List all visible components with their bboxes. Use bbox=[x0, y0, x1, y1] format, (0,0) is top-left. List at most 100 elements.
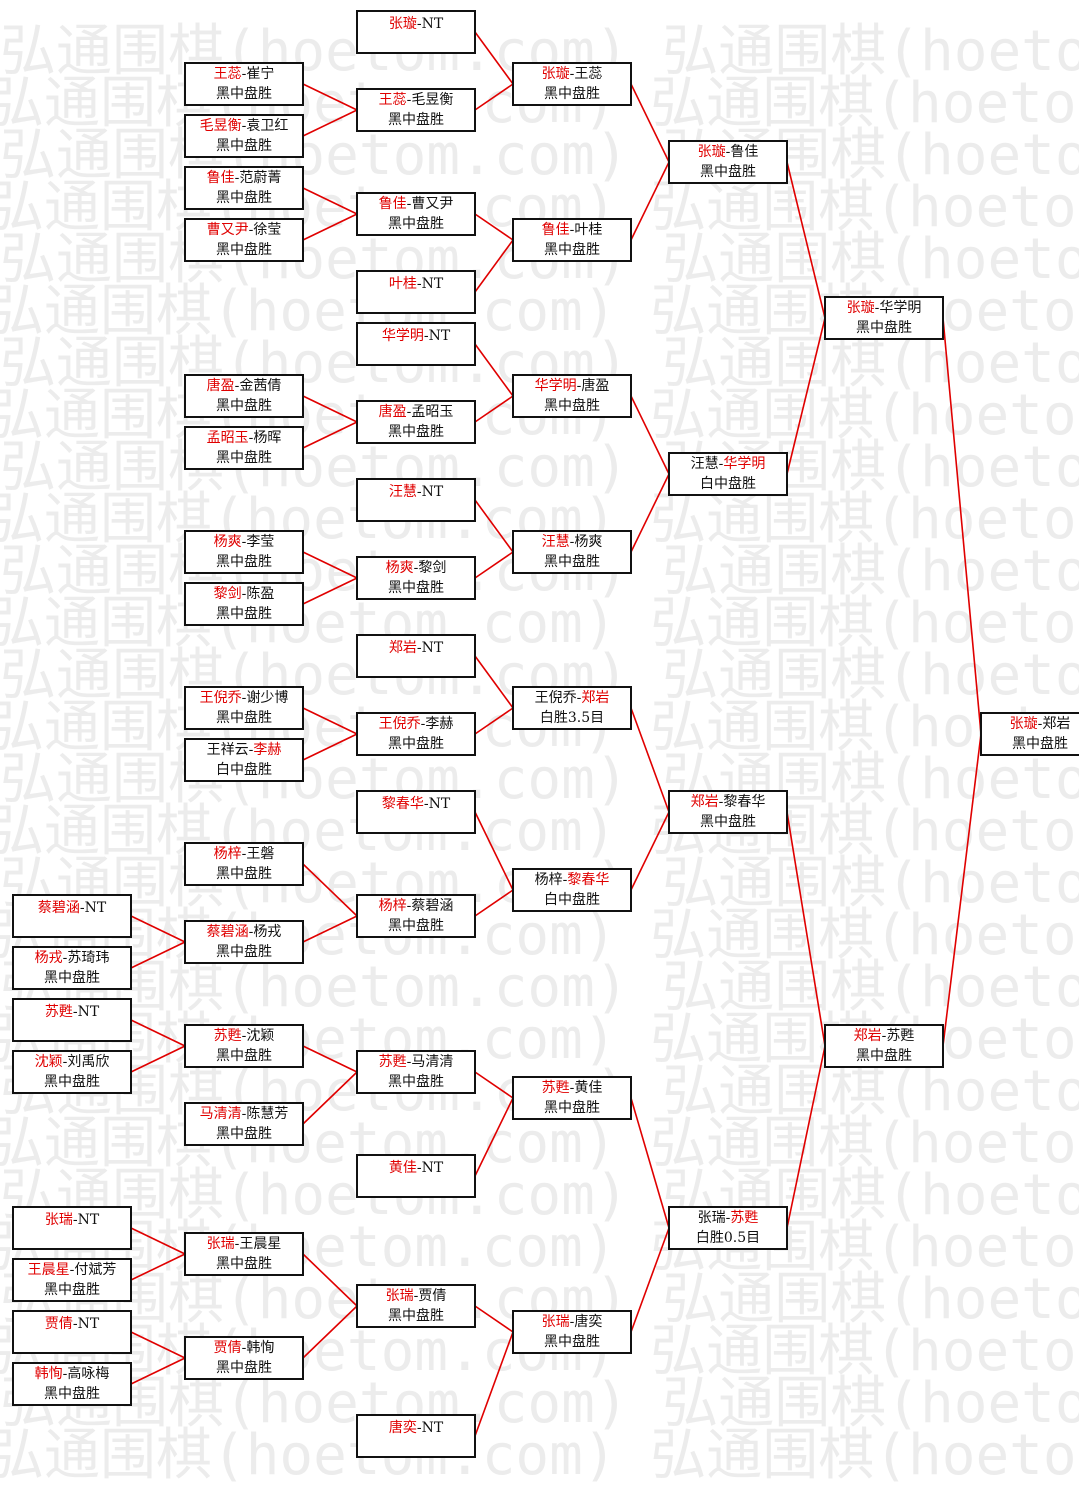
match-players: 苏甦-沈颖 bbox=[214, 1026, 275, 1046]
loser-name: 毛昱衡 bbox=[411, 92, 454, 108]
separator: - bbox=[569, 1080, 575, 1096]
loser-name: 蔡碧涵 bbox=[411, 898, 454, 914]
match-players: 唐盈-金茜倩 bbox=[207, 376, 282, 396]
bracket-connector bbox=[630, 161, 670, 241]
match-box: 黎剑-陈盈黑中盘胜 bbox=[184, 582, 304, 626]
match-result: 黑中盘胜 bbox=[388, 1308, 444, 1324]
winner-name: 毛昱衡 bbox=[199, 118, 242, 134]
winner-name: 沈颖 bbox=[34, 1054, 63, 1070]
match-box: 王倪乔-郑岩白胜3.5目 bbox=[512, 686, 632, 730]
winner-name: 王蕊 bbox=[378, 92, 407, 108]
match-box: 苏甦-黄佳黑中盘胜 bbox=[512, 1076, 632, 1120]
winner-name: 鲁佳 bbox=[378, 196, 407, 212]
loser-name: 贾倩 bbox=[418, 1288, 447, 1304]
match-box: 杨爽-黎剑黑中盘胜 bbox=[356, 556, 476, 600]
loser-name: 杨梓 bbox=[534, 872, 563, 888]
match-players: 王倪乔-谢少博 bbox=[200, 688, 289, 708]
match-box: 鲁佳-范蔚菁黑中盘胜 bbox=[184, 166, 304, 210]
bracket-connector bbox=[630, 1227, 670, 1333]
bracket-connector bbox=[786, 317, 826, 475]
bracket-connector bbox=[302, 863, 358, 917]
match-result: 黑中盘胜 bbox=[388, 112, 444, 128]
match-players: 鲁佳-曹又尹 bbox=[379, 194, 454, 214]
separator: - bbox=[416, 640, 422, 656]
separator: - bbox=[234, 170, 240, 186]
winner-name: 郑岩 bbox=[581, 690, 610, 706]
match-box: 苏甦-NT bbox=[12, 998, 132, 1042]
match-result: 黑中盘胜 bbox=[44, 1386, 100, 1402]
loser-name: 王晨星 bbox=[239, 1236, 282, 1252]
match-result: 黑中盘胜 bbox=[388, 736, 444, 752]
bracket-connector bbox=[302, 915, 358, 943]
match-players: 王蕊-毛昱衡 bbox=[379, 90, 454, 110]
separator: - bbox=[718, 794, 724, 810]
match-players: 王倪乔-郑岩 bbox=[535, 688, 610, 708]
match-box: 苏甦-马清清黑中盘胜 bbox=[356, 1050, 476, 1094]
separator: - bbox=[718, 456, 724, 472]
match-result: 黑中盘胜 bbox=[388, 580, 444, 596]
loser-name: 王磐 bbox=[246, 846, 275, 862]
bracket-connector bbox=[130, 1019, 186, 1047]
separator: - bbox=[423, 796, 429, 812]
match-result: 黑中盘胜 bbox=[544, 554, 600, 570]
separator: - bbox=[72, 1212, 78, 1228]
match-result: 黑中盘胜 bbox=[216, 866, 272, 882]
winner-name: 苏甦 bbox=[730, 1210, 759, 1226]
bracket-connector bbox=[474, 551, 514, 579]
match-players: 苏甦-NT bbox=[45, 1002, 99, 1022]
loser-name: 高咏梅 bbox=[67, 1366, 110, 1382]
loser-name: 金茜倩 bbox=[239, 378, 282, 394]
winner-name: 曹又尹 bbox=[206, 222, 249, 238]
match-box: 郑岩-黎春华黑中盘胜 bbox=[668, 790, 788, 834]
match-result: 白胜3.5目 bbox=[539, 710, 605, 726]
winner-name: 王蕊 bbox=[213, 66, 242, 82]
bracket-connector bbox=[474, 395, 514, 423]
match-players: 苏甦-黄佳 bbox=[542, 1078, 603, 1098]
bracket-connector bbox=[630, 83, 670, 163]
bracket-connector bbox=[302, 83, 358, 111]
winner-name: 郑岩 bbox=[690, 794, 719, 810]
bracket-connector bbox=[474, 83, 514, 111]
match-players: 曹又尹-徐莹 bbox=[207, 220, 282, 240]
match-box: 杨爽-李莹黑中盘胜 bbox=[184, 530, 304, 574]
loser-name: 沈颖 bbox=[246, 1028, 275, 1044]
loser-name: 鲁佳 bbox=[730, 144, 759, 160]
winner-name: 张瑞 bbox=[541, 1314, 570, 1330]
match-players: 叶桂-NT bbox=[389, 274, 443, 294]
match-players: 贾倩-NT bbox=[45, 1314, 99, 1334]
winner-name: 孟昭玉 bbox=[206, 430, 249, 446]
match-result: 黑中盘胜 bbox=[700, 814, 756, 830]
match-players: 汪慧-NT bbox=[389, 482, 443, 502]
match-players: 郑岩-黎春华 bbox=[691, 792, 766, 812]
loser-name: NT bbox=[77, 1316, 100, 1332]
bracket-connector bbox=[302, 1253, 358, 1307]
match-box: 华学明-唐盈黑中盘胜 bbox=[512, 374, 632, 418]
match-result: 黑中盘胜 bbox=[44, 1074, 100, 1090]
separator: - bbox=[241, 846, 247, 862]
match-result: 黑中盘胜 bbox=[216, 554, 272, 570]
match-box: 蔡碧涵-杨戎黑中盘胜 bbox=[184, 920, 304, 964]
separator: - bbox=[413, 560, 419, 576]
match-players: 黄佳-NT bbox=[389, 1158, 443, 1178]
bracket-connector bbox=[474, 239, 514, 293]
winner-name: 鲁佳 bbox=[206, 170, 235, 186]
match-box: 鲁佳-曹又尹黑中盘胜 bbox=[356, 192, 476, 236]
match-players: 张瑞-贾倩 bbox=[386, 1286, 447, 1306]
separator: - bbox=[241, 66, 247, 82]
match-box: 王倪乔-谢少博黑中盘胜 bbox=[184, 686, 304, 730]
loser-name: NT bbox=[428, 796, 451, 812]
match-players: 郑岩-NT bbox=[389, 638, 443, 658]
match-result: 黑中盘胜 bbox=[388, 1074, 444, 1090]
separator: - bbox=[416, 1420, 422, 1436]
match-result: 黑中盘胜 bbox=[1012, 736, 1068, 752]
loser-name: 唐奕 bbox=[574, 1314, 603, 1330]
bracket-connector bbox=[130, 1045, 186, 1073]
loser-name: 袁卫红 bbox=[246, 118, 289, 134]
separator: - bbox=[248, 924, 254, 940]
match-players: 沈颖-刘禹欣 bbox=[35, 1052, 110, 1072]
loser-name: 韩恂 bbox=[246, 1340, 275, 1356]
match-players: 杨爽-黎剑 bbox=[386, 558, 447, 578]
match-result: 黑中盘胜 bbox=[544, 86, 600, 102]
match-result: 黑中盘胜 bbox=[44, 970, 100, 986]
winner-name: 张瑞 bbox=[206, 1236, 235, 1252]
